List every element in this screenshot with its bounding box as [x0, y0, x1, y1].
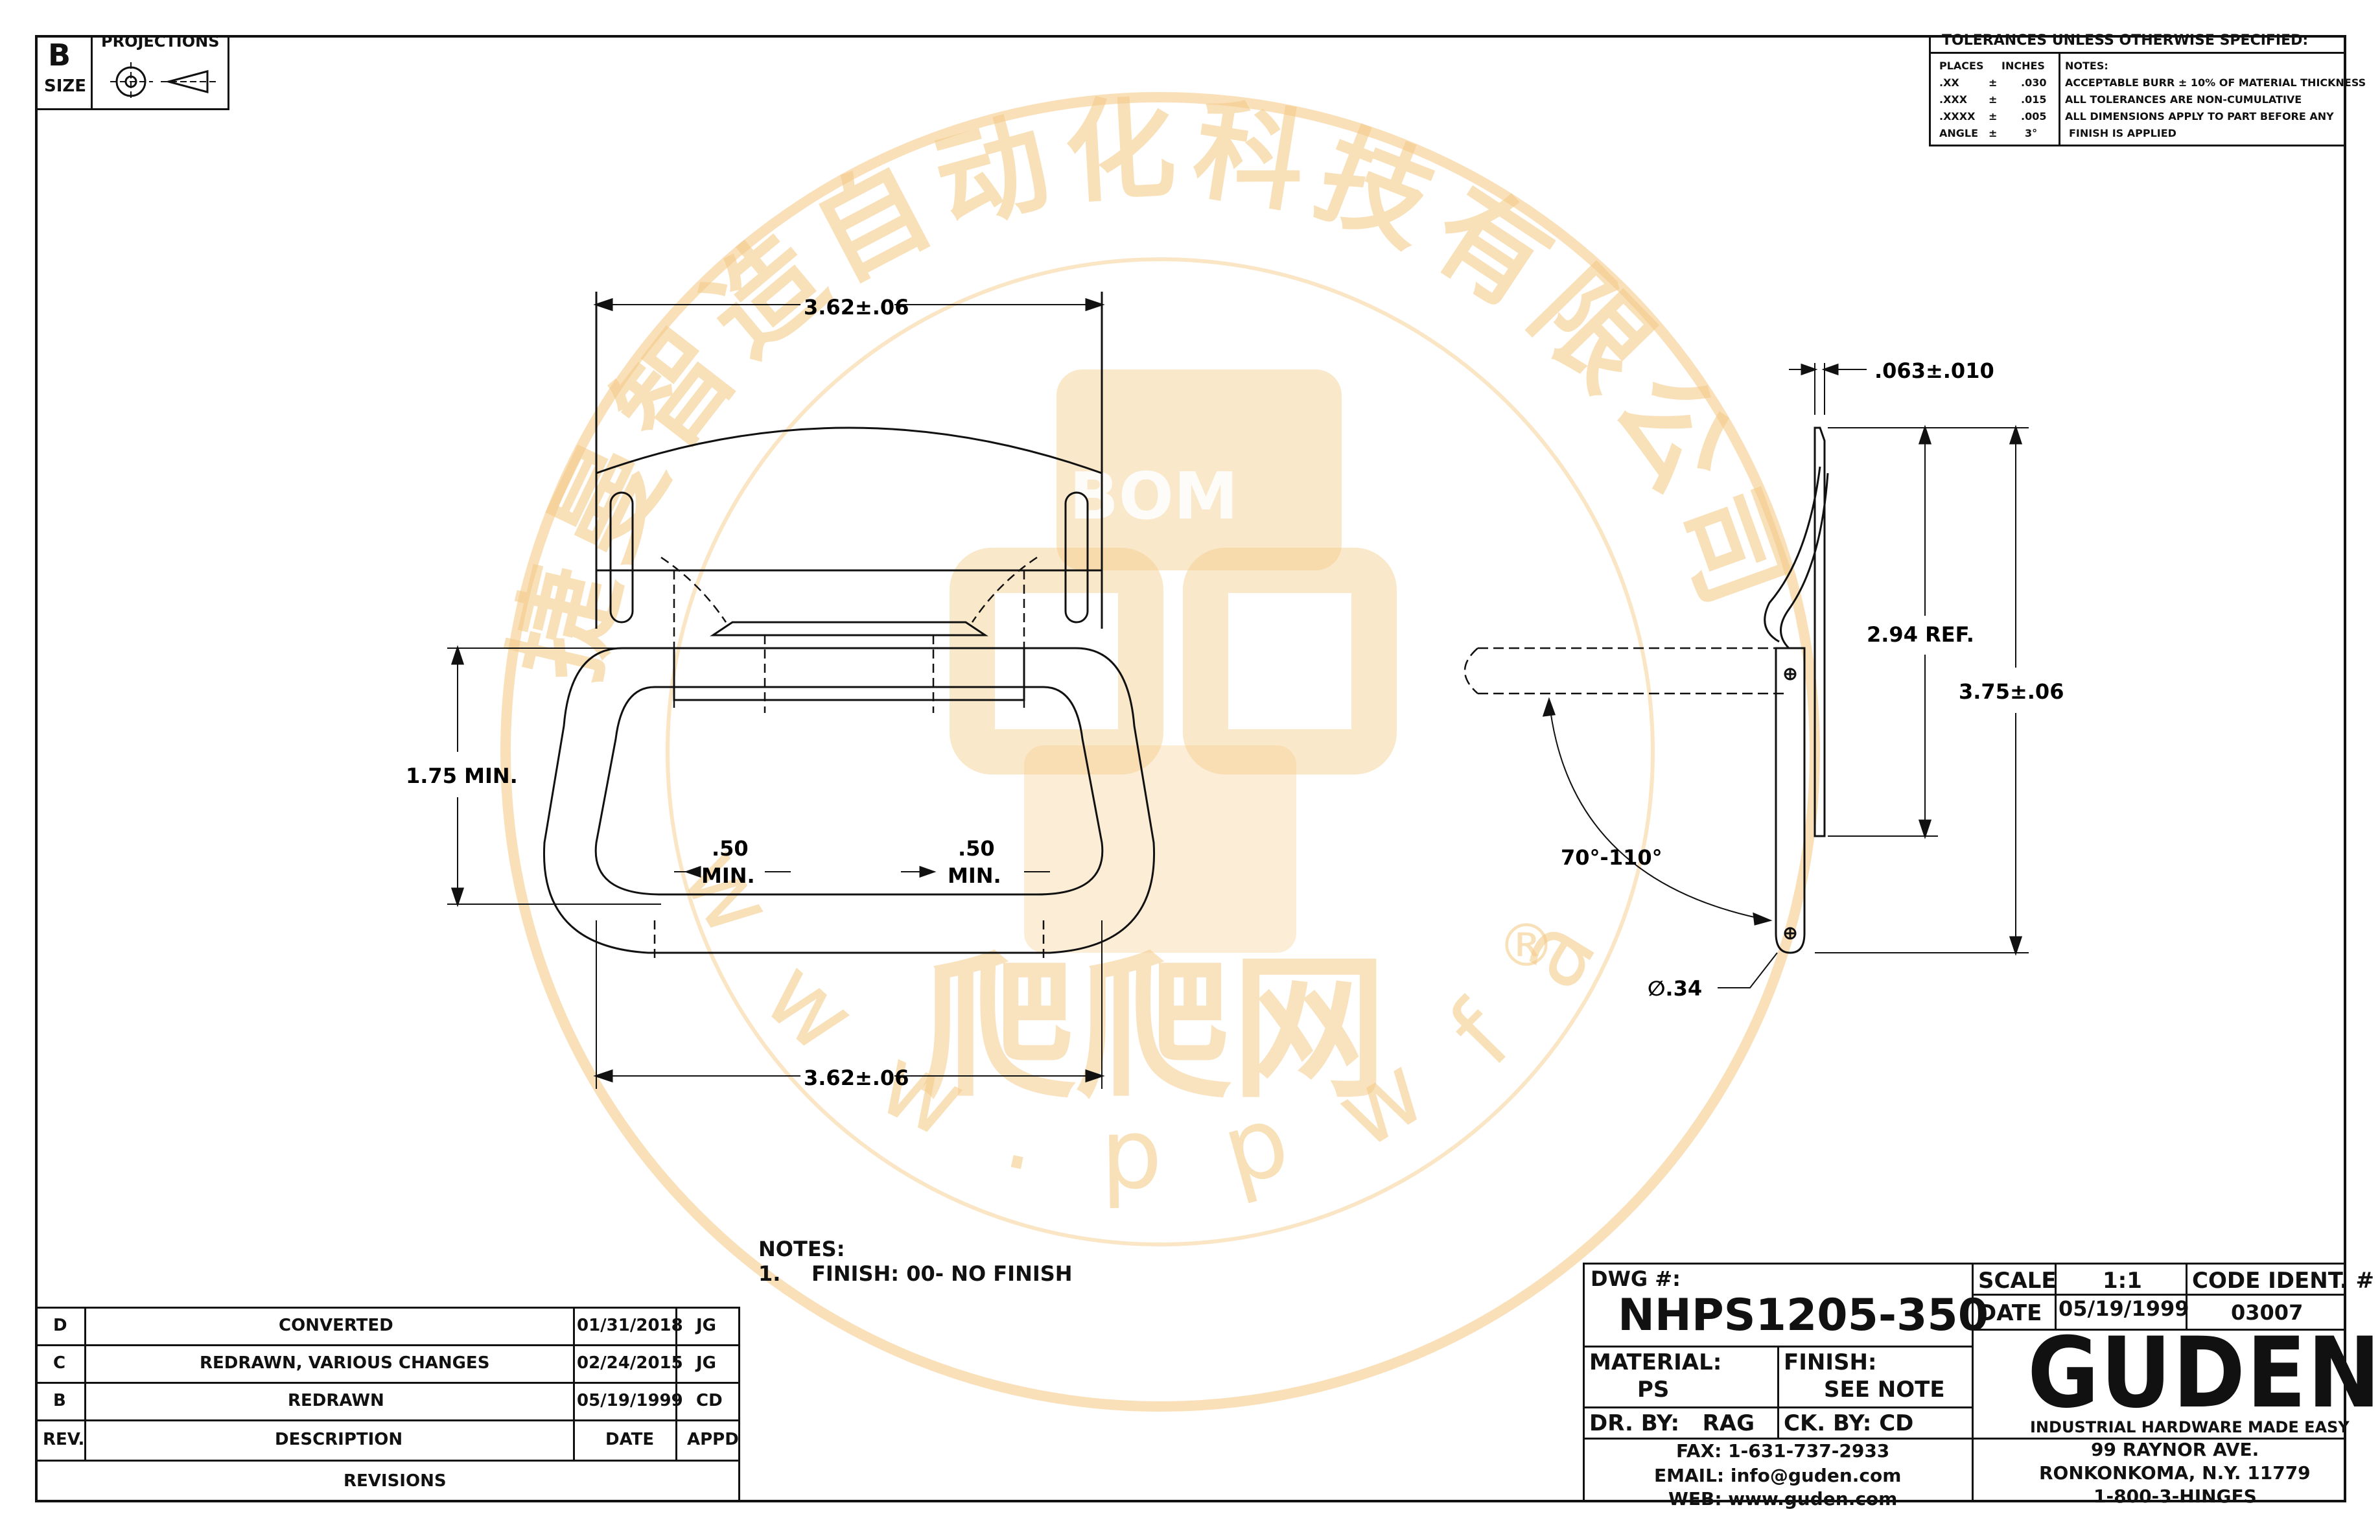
size-block [35, 35, 229, 110]
finish-label: FINISH: [1784, 1349, 1877, 1375]
note-text: FINISH: 00- NO FINISH [811, 1261, 1073, 1286]
revision-rev: D [53, 1316, 67, 1335]
dwg-label: DWG #: [1591, 1266, 1681, 1291]
side-view-handle [1775, 647, 1806, 954]
revision-appd: CD [696, 1391, 723, 1410]
revision-description: REDRAWN [288, 1391, 384, 1410]
finish-value: SEE NOTE [1824, 1377, 1945, 1403]
title-block [1583, 1263, 2346, 1502]
drawn-by: DR. BY: RAG [1589, 1410, 1755, 1436]
note-number: 1. [758, 1261, 781, 1286]
tol-row-inches: .005 [2021, 110, 2047, 122]
revisions-header-description: DESCRIPTION [275, 1430, 403, 1449]
tol-note: ALL TOLERANCES ARE NON-CUMULATIVE [2065, 93, 2302, 106]
tolerances-places-header: PLACES [1939, 60, 1984, 72]
email: EMAIL: info@guden.com [1654, 1465, 1902, 1486]
notes-title: NOTES: [758, 1237, 845, 1261]
date-value: 05/19/1999 [2059, 1296, 2189, 1321]
dwg-number: NHPS1205-350 [1618, 1290, 1989, 1341]
checked-by: CK. BY: CD [1784, 1410, 1914, 1436]
tol-note: ACCEPTABLE BURR ± 10% OF MATERIAL THICKN… [2065, 76, 2366, 89]
dim-ref-height: 2.94 REF. [1867, 622, 1974, 647]
address-line-1: 99 RAYNOR AVE. [2091, 1439, 2259, 1460]
handle-outer-loop [542, 647, 1156, 954]
revisions-title: REVISIONS [344, 1471, 447, 1491]
revisions-table [35, 1307, 740, 1502]
tol-note: FINISH IS APPLIED [2069, 127, 2176, 139]
left-slot [609, 491, 634, 624]
size-label: SIZE [44, 76, 87, 96]
tol-row-inches: .030 [2021, 76, 2047, 89]
tol-row-places: ANGLE [1939, 127, 1979, 139]
dim-min-height: 1.75 MIN. [406, 764, 518, 788]
revision-rev: C [53, 1353, 66, 1373]
dim-bottom-width: 3.62±.06 [804, 1066, 909, 1090]
phone: 1-800-3-HINGES [2094, 1486, 2257, 1507]
guden-tagline: INDUSTRIAL HARDWARE MADE EASY [2030, 1418, 2350, 1436]
code-ident-value: 03007 [2231, 1300, 2304, 1325]
address-line-2: RONKONKOMA, N.Y. 11779 [2039, 1462, 2311, 1484]
revision-date: 02/24/2015 [577, 1353, 683, 1373]
revision-date: 01/31/2018 [577, 1316, 683, 1335]
dim-right-min-label: MIN. [948, 863, 1001, 888]
tol-row-places: .XXXX [1939, 110, 1976, 122]
drawing-border [35, 35, 2346, 1502]
front-plate-top-arc [596, 426, 1102, 474]
tol-row-pm: ± [1989, 76, 1998, 89]
tol-row-pm: ± [1989, 93, 1998, 106]
revision-date: 05/19/1999 [577, 1391, 683, 1410]
guden-logo: GUDEN [2027, 1317, 2380, 1430]
tol-row-pm: ± [1989, 110, 1998, 122]
dim-top-width: 3.62±.06 [804, 295, 909, 320]
tolerances-notes-header: NOTES: [2065, 60, 2108, 72]
tolerances-title: TOLERANCES UNLESS OTHERWISE SPECIFIED: [1942, 32, 2309, 49]
revisions-header-appd: APPD [687, 1430, 739, 1449]
dim-diameter: ∅.34 [1648, 976, 1702, 1001]
revision-description: CONVERTED [279, 1316, 393, 1335]
tol-row-inches: .015 [2021, 93, 2047, 106]
revisions-header-date: DATE [605, 1430, 655, 1449]
handle-inner-loop [594, 686, 1104, 896]
size-letter: B [48, 38, 71, 73]
revisions-header-rev: REV. [43, 1430, 85, 1449]
tolerances-inches-header: INCHES [2001, 60, 2045, 72]
tol-note: ALL DIMENSIONS APPLY TO PART BEFORE ANY [2065, 110, 2334, 122]
dim-left-min-label: MIN. [701, 863, 755, 888]
revision-appd: JG [696, 1353, 717, 1373]
front-plate-outline [595, 292, 1103, 572]
date-label: DATE [1978, 1300, 2042, 1326]
material-label: MATERIAL: [1589, 1349, 1722, 1375]
fax: FAX: 1-631-737-2933 [1676, 1440, 1890, 1462]
third-angle-projection-icon [110, 62, 218, 101]
code-ident-label: CODE IDENT. # [2192, 1268, 2374, 1294]
web: WEB: www.guden.com [1668, 1488, 1898, 1510]
dim-thickness: .063±.010 [1874, 358, 1994, 383]
revision-description: REDRAWN, VARIOUS CHANGES [200, 1353, 490, 1373]
revision-rev: B [53, 1391, 66, 1410]
side-view-phantom-handle [1464, 647, 1789, 695]
material-value: PS [1637, 1377, 1670, 1403]
tol-row-inches: 3° [2025, 127, 2038, 139]
dim-left-min-value: .50 [712, 836, 749, 861]
projections-label: PROJECTIONS [101, 32, 220, 51]
revision-appd: JG [696, 1316, 717, 1335]
tol-row-pm: ± [1989, 127, 1998, 139]
tolerances-block [1929, 35, 2346, 146]
right-slot [1064, 491, 1089, 624]
dim-overall-height: 3.75±.06 [1959, 679, 2064, 704]
side-view-plate [1814, 426, 1826, 837]
tol-row-places: .XX [1939, 76, 1959, 89]
dim-angle: 70°-110° [1561, 845, 1662, 870]
dim-right-min-value: .50 [958, 836, 995, 861]
tol-row-places: .XXX [1939, 93, 1968, 106]
scale-value: 1:1 [2103, 1268, 2142, 1294]
scale-label: SCALE [1978, 1268, 2057, 1294]
